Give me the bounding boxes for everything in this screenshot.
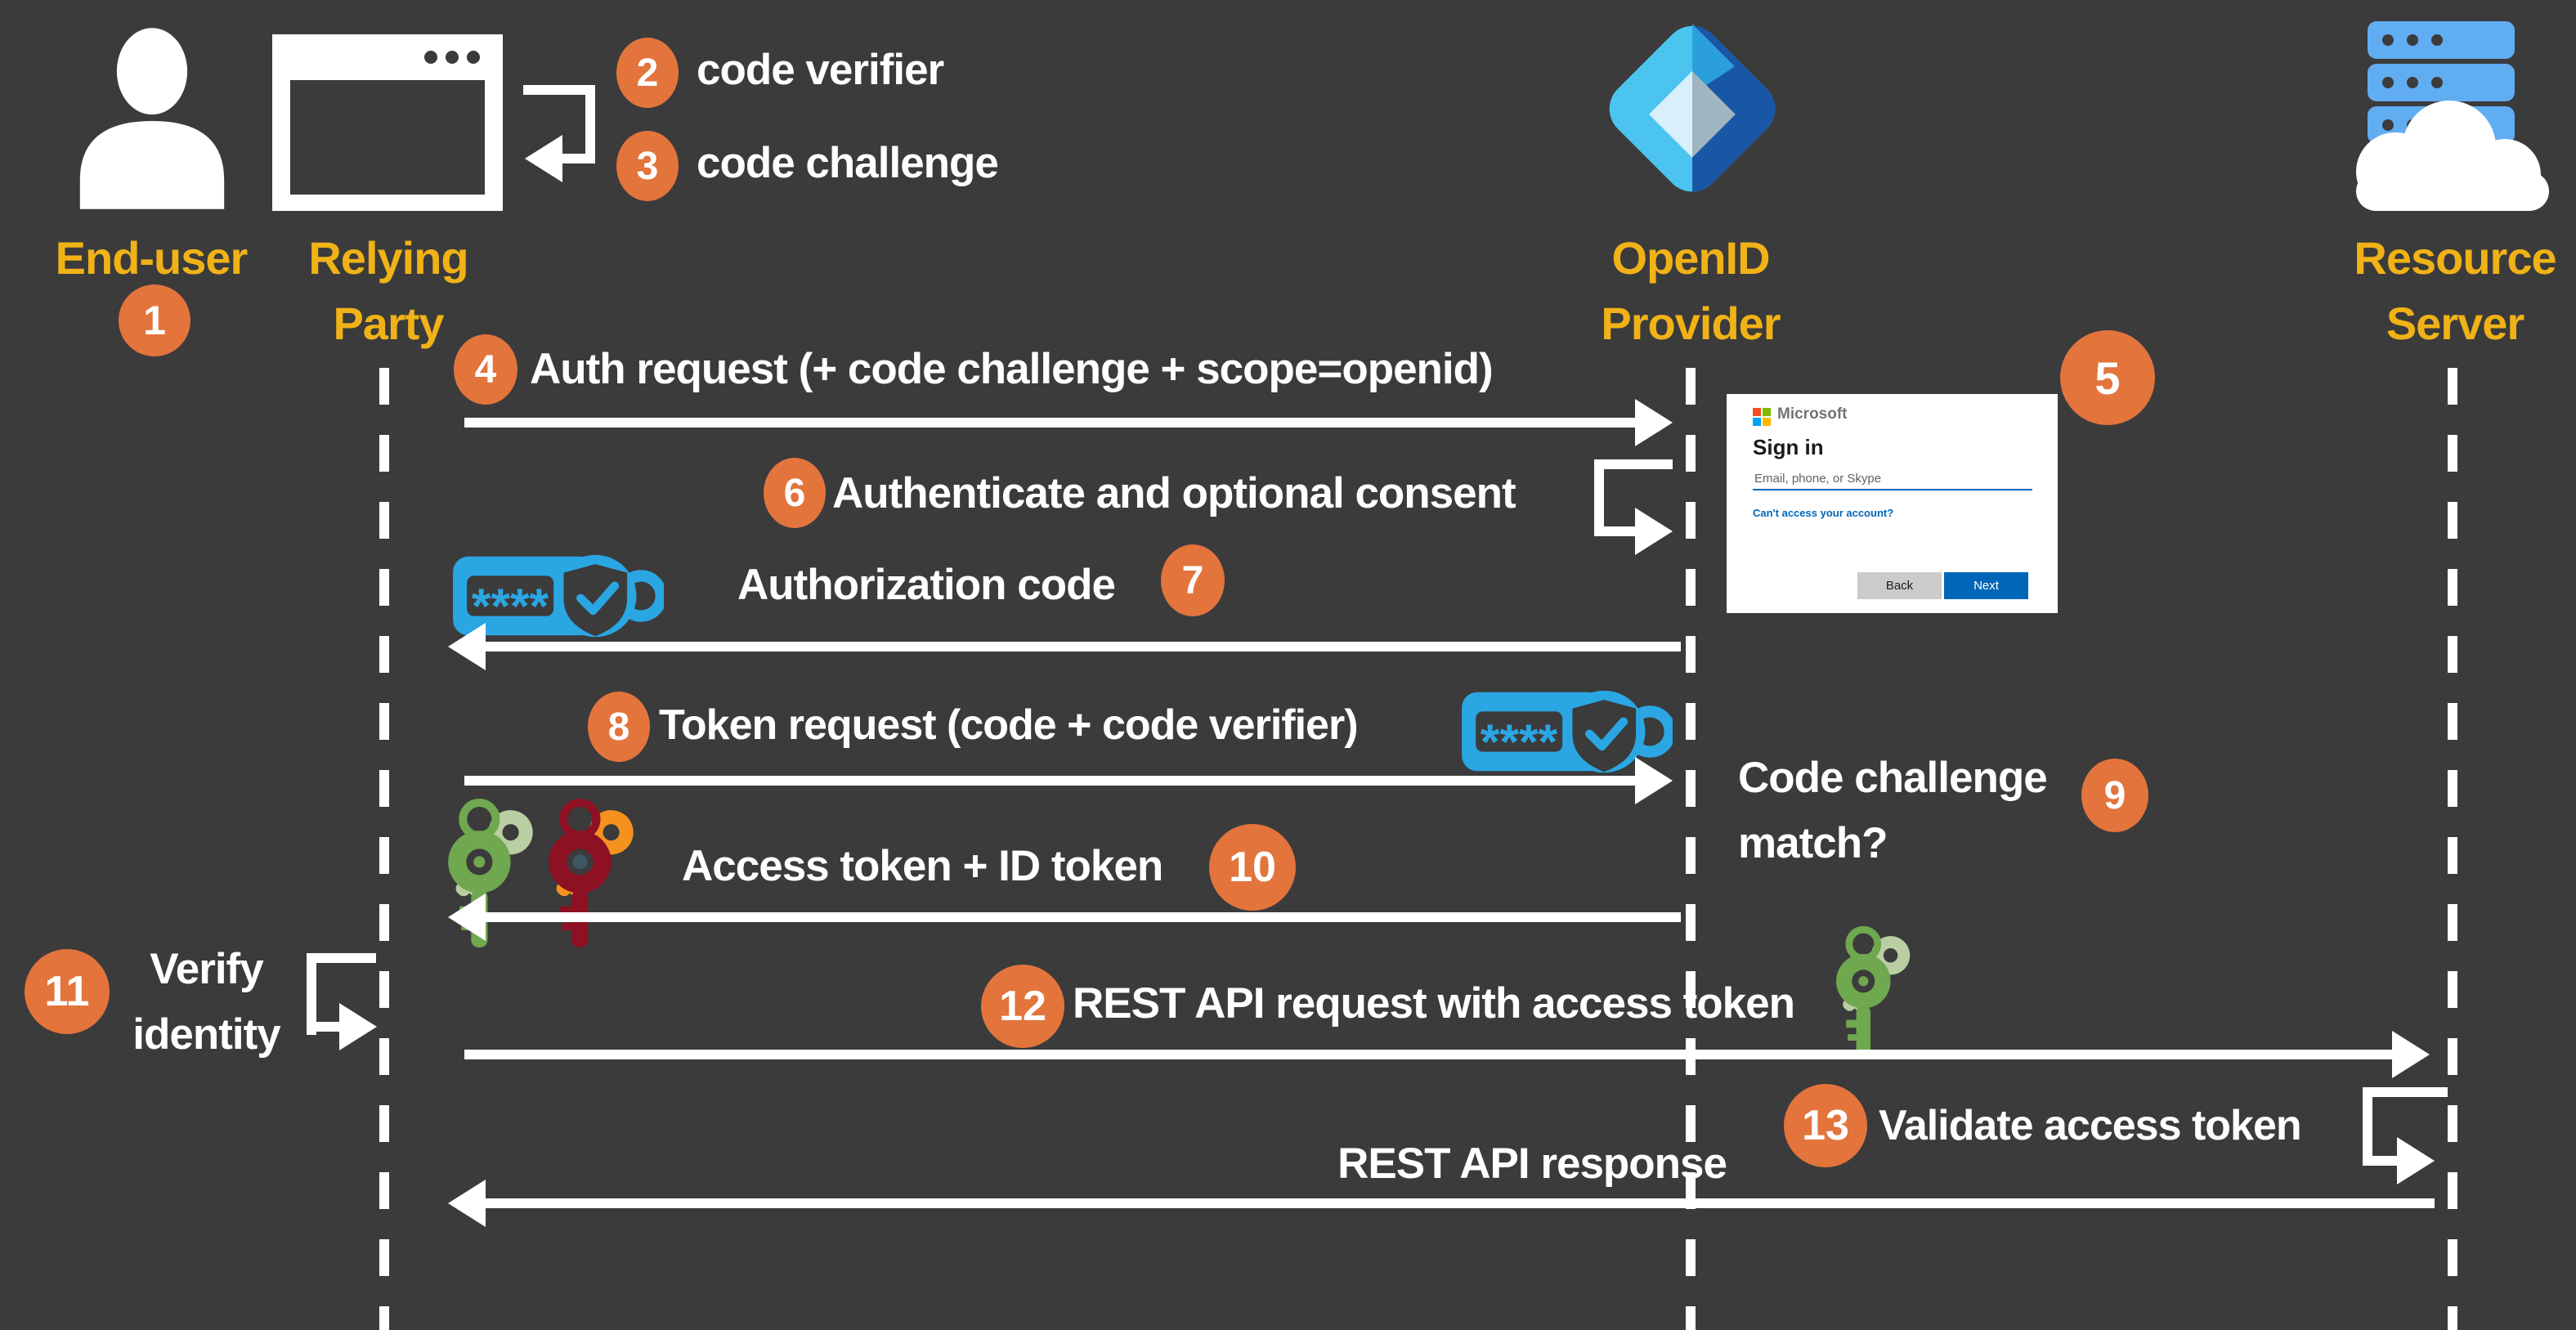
browser-dot-icon xyxy=(424,51,437,64)
resource-server-icon xyxy=(2356,21,2549,211)
step-9-label-line1: Code challenge xyxy=(1738,754,2048,802)
step-8-badge: 8 xyxy=(588,692,650,762)
step-10-label: Access token + ID token xyxy=(682,842,1163,890)
signin-dialog: Microsoft Sign in Can't access your acco… xyxy=(1727,394,2058,613)
arrowhead-right-icon xyxy=(1635,757,1673,804)
step-4-label: Auth request (+ code challenge + scope=o… xyxy=(530,345,1494,393)
step-13-badge: 13 xyxy=(1784,1084,1867,1167)
red-keys-icon xyxy=(549,799,634,947)
microsoft-brand-label: Microsoft xyxy=(1777,405,1848,423)
lifeline-relying-party xyxy=(379,368,389,1330)
arrowhead-right-icon xyxy=(1635,508,1673,555)
browser-dot-icon xyxy=(467,51,480,64)
relying-party-icon xyxy=(272,34,503,211)
arrowhead-right-icon xyxy=(1635,399,1673,446)
resource-server-label-line2: Server xyxy=(2386,298,2524,349)
arrowhead-right-icon xyxy=(339,1003,377,1050)
step-11-label-line2: identity xyxy=(132,1010,280,1059)
rest-api-response-label: REST API response xyxy=(1337,1140,1727,1188)
lifeline-resource-server xyxy=(2448,368,2457,1330)
step-6-badge: 6 xyxy=(764,458,826,528)
step-10-badge: 10 xyxy=(1209,824,1296,911)
svg-text:****: **** xyxy=(1481,714,1558,769)
next-button[interactable]: Next xyxy=(1944,572,2028,599)
step-7-badge: 7 xyxy=(1161,544,1225,616)
relying-party-label-line1: Relying xyxy=(308,232,468,284)
arrowhead-left-icon xyxy=(448,893,486,941)
step-11-label-line1: Verify xyxy=(150,945,263,993)
resource-server-label-line1: Resource xyxy=(2354,232,2556,284)
end-user-label: End-user xyxy=(55,232,249,284)
browser-dot-icon xyxy=(446,51,459,64)
arrowhead-right-icon xyxy=(2392,1031,2430,1078)
browser-viewport xyxy=(290,80,485,195)
cloud-icon xyxy=(2356,101,2549,211)
step-9-badge: 9 xyxy=(2081,759,2148,832)
arrowhead-left-icon xyxy=(448,623,486,670)
step-11-badge: 11 xyxy=(25,949,110,1034)
step-6-label: Authenticate and optional consent xyxy=(832,469,1516,517)
end-user-icon xyxy=(79,28,225,209)
step-3-badge: 3 xyxy=(616,131,679,201)
arrowhead-left-icon xyxy=(525,135,562,182)
step-2-label: code verifier xyxy=(697,46,944,94)
step-1-badge: 1 xyxy=(119,284,190,356)
step-12-label: REST API request with access token xyxy=(1073,979,1795,1028)
cant-access-account-link[interactable]: Can't access your account? xyxy=(1753,507,1894,519)
arrowhead-left-icon xyxy=(448,1180,486,1227)
relying-party-label-line2: Party xyxy=(333,298,444,349)
openid-provider-icon xyxy=(1609,24,1776,192)
password-token-icon: **** xyxy=(1462,690,1673,773)
lifeline-openid-provider xyxy=(1686,368,1696,1330)
step-12-badge: 12 xyxy=(981,965,1064,1048)
signin-title: Sign in xyxy=(1753,435,1824,459)
back-button[interactable]: Back xyxy=(1857,572,1942,599)
step-13-label: Validate access token xyxy=(1879,1102,2302,1149)
step-3-label: code challenge xyxy=(697,139,999,187)
step-7-label: Authorization code xyxy=(737,561,1116,609)
step-5-badge: 5 xyxy=(2060,330,2155,425)
step-4-badge: 4 xyxy=(454,334,517,405)
openid-provider-label-line1: OpenID xyxy=(1611,232,1770,284)
step-8-label: Token request (code + code verifier) xyxy=(659,701,1359,749)
password-token-icon: **** xyxy=(453,554,664,638)
arrowhead-right-icon xyxy=(2397,1137,2435,1184)
step-9-label-line2: match? xyxy=(1738,819,1888,867)
step-2-badge: 2 xyxy=(616,38,679,108)
openid-provider-label-line2: Provider xyxy=(1601,298,1781,349)
green-keys-icon xyxy=(1836,925,1911,1056)
email-input[interactable] xyxy=(1753,468,2032,490)
